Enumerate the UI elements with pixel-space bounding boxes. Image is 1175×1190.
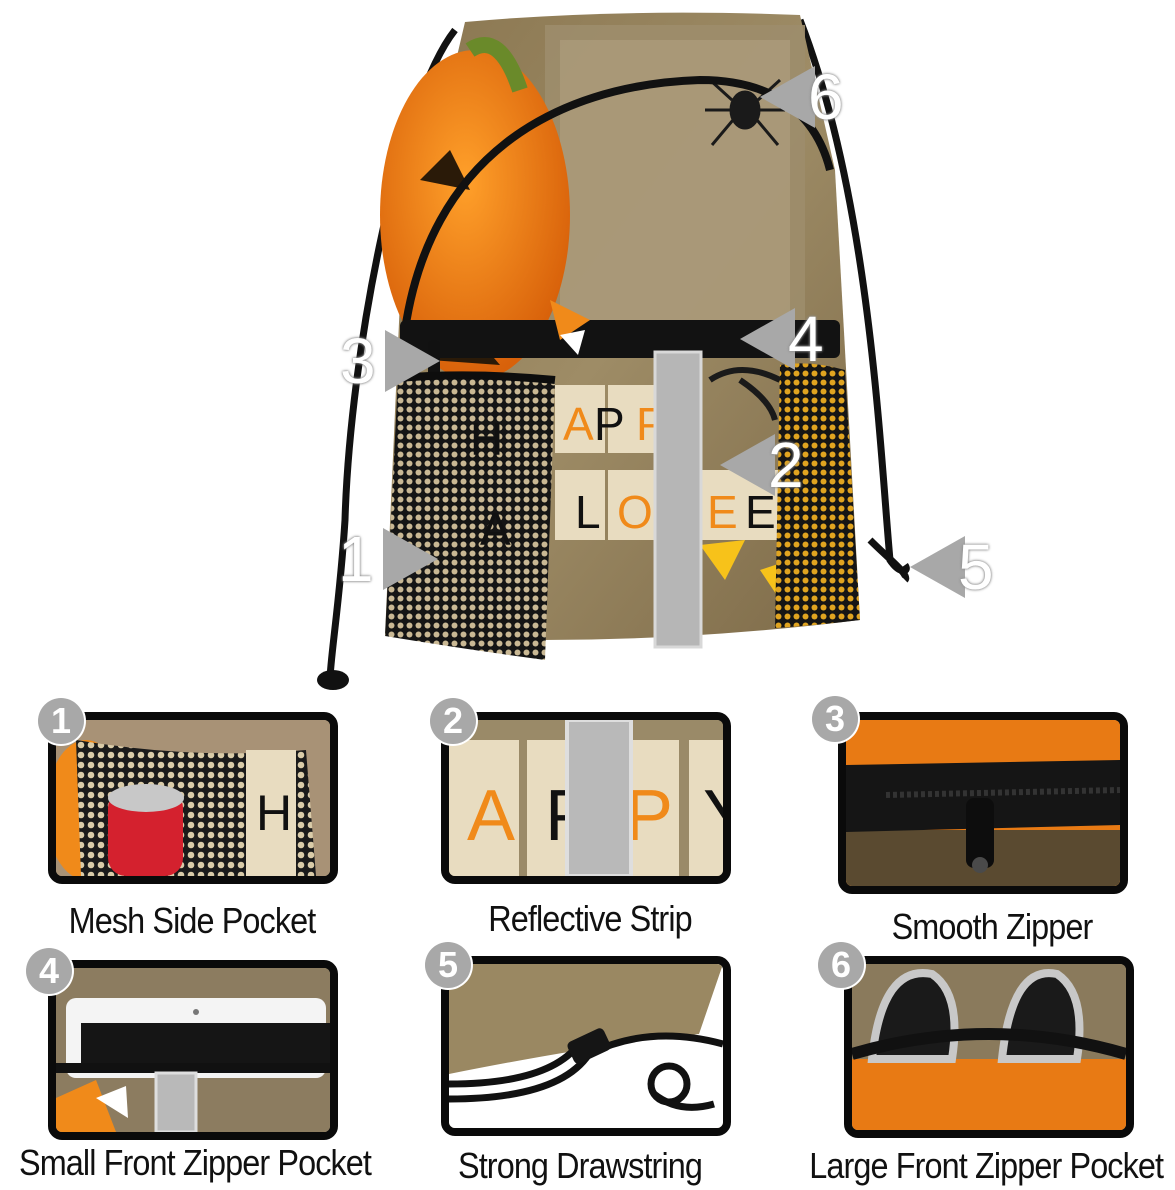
feature-caption-mesh-side-pocket: Mesh Side Pocket [68,900,317,941]
mesh-pocket-closeup: H [56,720,330,876]
callout-2: 2 [720,428,840,502]
svg-text:Y: Y [703,776,723,856]
svg-text:L: L [575,486,601,538]
feature-panel-small-front-zipper-pocket [48,960,338,1140]
callout-4: 4 [740,302,860,376]
feature-panel-strong-drawstring [441,956,731,1136]
svg-text:O: O [617,486,653,538]
svg-text:H: H [470,413,503,465]
feature-badge-5: 5 [425,942,471,988]
svg-text:A: A [467,776,515,856]
right-mesh-pocket [775,363,860,628]
feature-panel-reflective-strip: A P P Y [441,712,731,884]
small-zipper-band [400,320,840,358]
svg-text:P: P [625,776,673,856]
svg-text:P: P [594,398,625,450]
svg-text:E: E [707,486,738,538]
feature-badge-1: 1 [38,698,84,744]
svg-text:E: E [745,486,776,538]
svg-text:H: H [256,785,292,841]
feature-badge-2: 2 [430,698,476,744]
feature-badge-4: 4 [26,948,72,994]
feature-caption-strong-drawstring: Strong Drawstring [457,1145,703,1186]
callout-5: 5 [910,530,1030,604]
drawstring-closeup [449,964,723,1128]
feature-caption-smooth-zipper: Smooth Zipper [891,906,1094,947]
left-mesh-pocket [385,375,555,660]
small-pocket-closeup [56,968,330,1132]
callout-1: 1 [318,522,438,596]
candy-corn [550,300,790,600]
svg-text:A: A [480,503,511,555]
callout-3: 3 [320,324,440,398]
zipper-closeup [846,720,1120,886]
feature-badge-6: 6 [818,942,864,988]
reflective-strip [653,350,703,649]
svg-text:A: A [563,398,594,450]
feature-badge-3: 3 [812,696,858,742]
feature-panel-large-front-zipper-pocket [844,956,1134,1138]
large-pocket-closeup [852,964,1126,1130]
feature-caption-reflective-strip: Reflective Strip [488,898,692,939]
feature-panel-mesh-side-pocket: H [48,712,338,884]
feature-caption-large-front-zipper-pocket: Large Front Zipper Pocket [809,1145,1164,1186]
feature-caption-small-front-zipper-pocket: Small Front Zipper Pocket [19,1142,372,1183]
letter-blocks [555,385,778,540]
callout-6: 6 [760,60,880,134]
reflective-strip-closeup: A P P Y [449,720,723,876]
feature-panel-smooth-zipper [838,712,1128,894]
